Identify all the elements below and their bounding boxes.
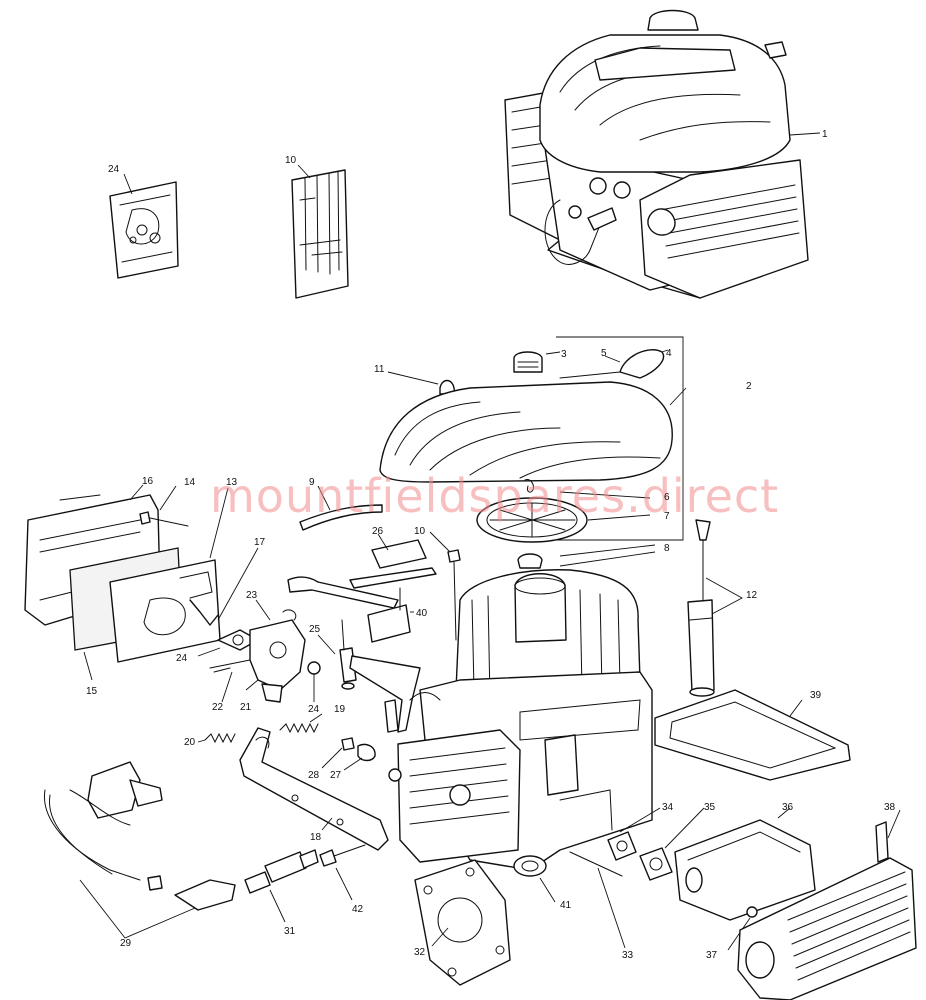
part-oil-seal [513, 855, 556, 903]
part-starter-pulley [476, 479, 656, 569]
callout-2: 2 [746, 381, 752, 392]
callout-35: 35 [704, 802, 716, 813]
part-gasket-set [109, 173, 179, 279]
part-screw [129, 484, 189, 527]
callout-24-left: 24 [176, 653, 188, 664]
callout-1: 1 [822, 129, 828, 140]
part-cap [387, 371, 456, 395]
callout-42: 42 [352, 904, 364, 915]
callout-37: 37 [706, 950, 718, 961]
callout-40: 40 [416, 608, 428, 619]
part-muffler-guard [737, 809, 917, 1000]
callout-25: 25 [309, 624, 321, 635]
callout-16: 16 [142, 476, 154, 487]
callout-10-top: 10 [285, 155, 297, 166]
part-head-gasket [414, 859, 511, 986]
watermark-text: mountfieldspares.direct [210, 469, 779, 523]
part-complete-engine [504, 9, 821, 299]
callout-5: 5 [601, 348, 607, 359]
part-carburettor [197, 599, 321, 703]
part-bolt-set [291, 164, 349, 299]
callout-9: 9 [309, 477, 315, 488]
callout-13: 13 [226, 477, 238, 488]
part-bracket [287, 533, 437, 655]
part-muffler-screw [746, 906, 758, 918]
callout-18: 18 [310, 832, 322, 843]
part-dipstick-tube [687, 519, 743, 697]
callout-33: 33 [622, 950, 634, 961]
leader-37 [727, 917, 751, 951]
part-springs [197, 713, 323, 744]
callout-14: 14 [184, 477, 196, 488]
callout-29: 29 [120, 938, 132, 949]
callout-41: 41 [560, 900, 572, 911]
callout-19: 19 [334, 704, 346, 715]
callout-27: 27 [330, 770, 342, 781]
callout-36: 36 [782, 802, 794, 813]
part-spark-plug [244, 849, 319, 923]
callout-3: 3 [561, 349, 567, 360]
callout-34: 34 [662, 802, 674, 813]
callout-38: 38 [884, 802, 896, 813]
part-breather-pipe [299, 485, 383, 531]
part-bolt-long [429, 531, 461, 641]
callout-20: 20 [184, 737, 196, 748]
callout-17: 17 [254, 537, 266, 548]
callout-labels: 1 2 3 4 5 6 7 8 9 10 10 11 12 13 14 15 1… [86, 129, 896, 961]
callout-23: 23 [246, 590, 258, 601]
part-sump-gasket [654, 689, 851, 781]
part-muffler [674, 807, 816, 921]
callout-24-top: 24 [108, 164, 120, 175]
callout-11: 11 [374, 364, 385, 375]
part-blower-housing [379, 349, 687, 483]
callout-24-right: 24 [308, 704, 320, 715]
part-ignition-coil [43, 761, 236, 939]
callout-10-block: 10 [414, 526, 426, 537]
callout-21: 21 [240, 702, 252, 713]
group-bracket [556, 336, 684, 541]
part-control-bracket [239, 727, 389, 851]
callout-31: 31 [284, 926, 296, 937]
callout-32: 32 [414, 947, 426, 958]
callout-4: 4 [666, 348, 672, 359]
part-crankcase [384, 569, 653, 871]
leader-17 [217, 547, 259, 621]
part-washer-clip [321, 737, 376, 771]
callout-39: 39 [810, 690, 822, 701]
part-exhaust-gaskets [607, 807, 705, 881]
callout-15: 15 [86, 686, 98, 697]
callout-8: 8 [664, 543, 670, 554]
callout-22: 22 [212, 702, 224, 713]
part-bolt [319, 844, 366, 901]
callout-7: 7 [664, 511, 670, 522]
part-governor-lever [339, 619, 421, 733]
callout-12: 12 [746, 590, 758, 601]
callout-26: 26 [372, 526, 384, 537]
part-stud [569, 851, 626, 949]
callout-28: 28 [308, 770, 320, 781]
callout-6: 6 [664, 492, 670, 503]
